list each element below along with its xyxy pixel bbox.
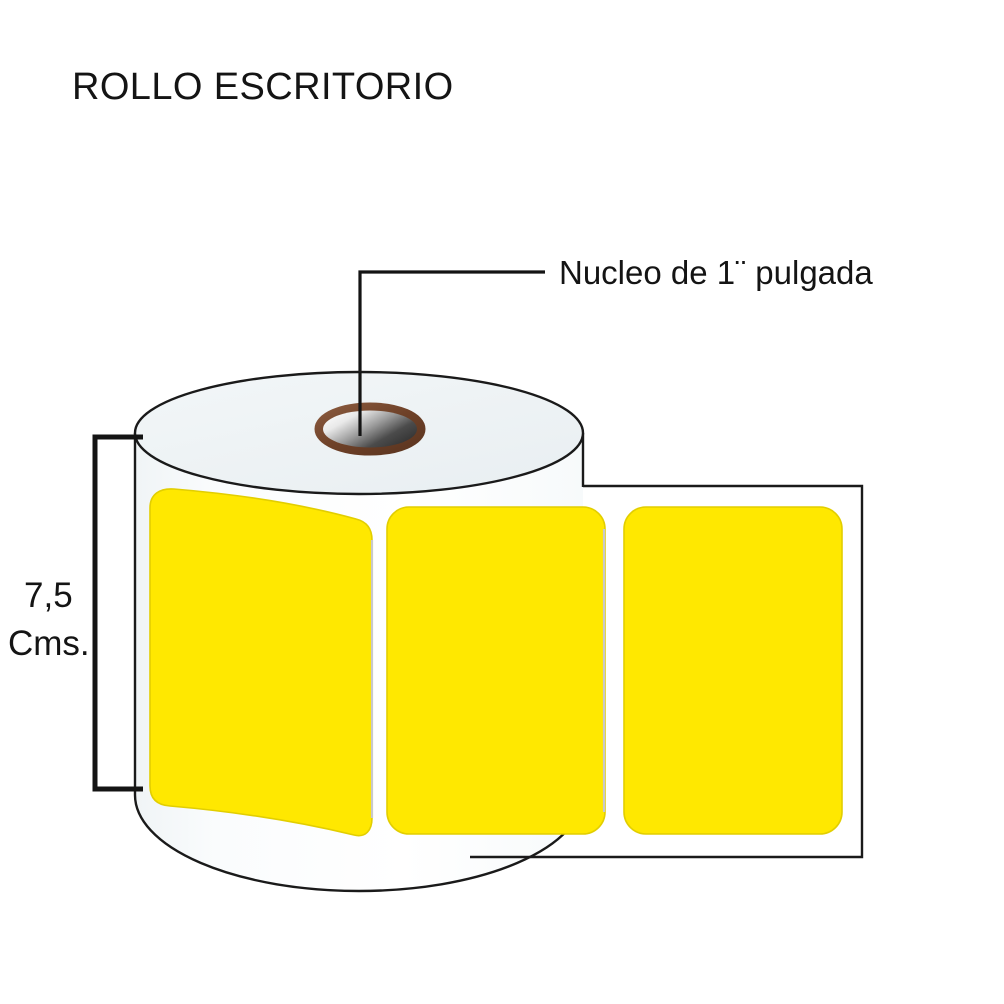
label-2	[386, 506, 606, 835]
height-dimension-unit: Cms.	[8, 624, 90, 663]
roll-bottom-curve	[133, 794, 585, 893]
label-3	[623, 506, 843, 835]
core-annotation-label: Nucleo de 1¨ pulgada	[559, 254, 873, 291]
label-roll	[133, 370, 864, 893]
core-hole	[323, 410, 417, 448]
dimension-bracket	[92, 434, 143, 792]
height-dimension-value: 7,5	[24, 576, 73, 615]
backing-strip-outline	[470, 484, 864, 859]
core-ring	[314, 402, 426, 456]
label-1	[149, 488, 373, 837]
page-title: ROLLO ESCRITORIO	[72, 66, 454, 108]
